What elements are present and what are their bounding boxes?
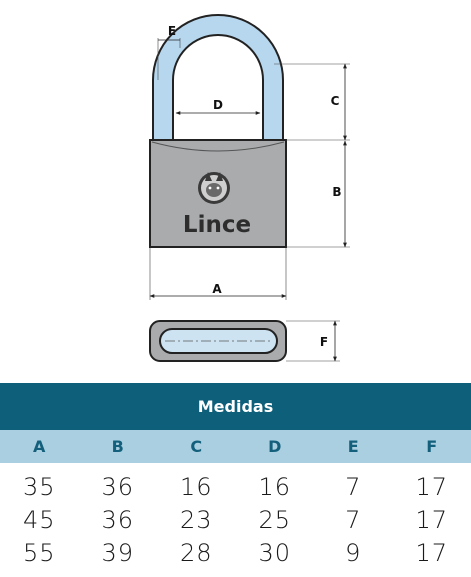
- dimension-d: D: [175, 98, 261, 115]
- table-cell: 55: [22, 538, 56, 567]
- table-row: 55 39 28 30 9 17: [0, 536, 471, 569]
- table-cell: 36: [101, 505, 135, 534]
- table-cell: 9: [345, 538, 362, 567]
- table-cell: 16: [179, 472, 213, 501]
- table-cell: 16: [258, 472, 292, 501]
- table-cell: 17: [415, 538, 449, 567]
- label-c: C: [331, 94, 340, 108]
- table-cell: 39: [101, 538, 135, 567]
- label-d: D: [213, 98, 223, 112]
- table-cell: 28: [179, 538, 213, 567]
- lock-body: Lince: [149, 139, 287, 248]
- table-cell: 7: [345, 505, 362, 534]
- column-header-c: C: [190, 437, 203, 456]
- lynx-logo-icon: [198, 172, 230, 204]
- column-header-e: E: [347, 437, 359, 456]
- table-cell: 35: [22, 472, 56, 501]
- column-header-d: D: [268, 437, 282, 456]
- table-title: Medidas: [0, 383, 471, 430]
- table-cell: 30: [258, 538, 292, 567]
- column-header-b: B: [111, 437, 124, 456]
- label-e: E: [168, 24, 176, 38]
- shackle: [152, 14, 284, 140]
- dimension-b: B: [286, 140, 350, 248]
- table-cell: 36: [101, 472, 135, 501]
- label-f: F: [320, 335, 328, 349]
- table-cell: 7: [345, 472, 362, 501]
- dimension-f: F: [286, 320, 340, 362]
- table-body: 35 36 16 16 7 17 45 36 23 25 7 17 55 39 …: [0, 470, 471, 569]
- table-row: 35 36 16 16 7 17: [0, 470, 471, 503]
- label-a: A: [212, 282, 222, 296]
- dimension-e: E: [157, 24, 181, 80]
- table-row: 45 36 23 25 7 17: [0, 503, 471, 536]
- table-cell: 25: [258, 505, 292, 534]
- table-header-row: A B C D E F: [0, 430, 471, 463]
- table-cell: 17: [415, 472, 449, 501]
- table-cell: 23: [179, 505, 213, 534]
- dimension-a: A: [149, 248, 287, 300]
- table-cell: 45: [22, 505, 56, 534]
- dimension-c: C: [274, 63, 350, 141]
- label-b: B: [332, 185, 341, 199]
- padlock-diagram: Lince E D C B A: [149, 14, 350, 362]
- column-header-a: A: [33, 437, 46, 456]
- lock-bottom-view: [149, 320, 287, 362]
- column-header-f: F: [426, 437, 438, 456]
- brand-name: Lince: [183, 212, 251, 238]
- table-cell: 17: [415, 505, 449, 534]
